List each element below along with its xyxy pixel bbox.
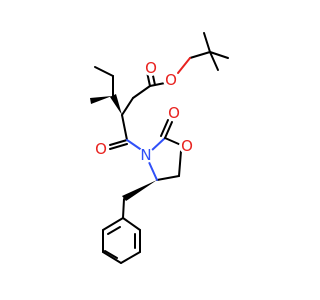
ring-bond-n-c2 (150, 137, 166, 152)
lactam-o-bg (166, 105, 182, 121)
benzene-bond-4 (102, 251, 122, 264)
ester-ether-bond-left (149, 82, 166, 87)
ketone-bond-1 (109, 139, 128, 146)
tbutyl-bond-2 (209, 51, 229, 59)
ring-o-label: O (181, 137, 193, 155)
ring-bond-c4-n (147, 159, 158, 181)
ester-carbonyl-o-label: O (145, 59, 157, 77)
lactam-carbonyl-bond-1 (164, 121, 173, 139)
tbutyl-bond-1 (189, 51, 211, 59)
stereo-wedge-3 (122, 180, 157, 201)
ethyl-bond-2 (94, 66, 114, 77)
benzyl-bond-1 (122, 198, 125, 219)
backbone-bond-1 (132, 85, 151, 99)
lactam-o-label: O (168, 104, 180, 122)
stereo-wedge-1 (110, 94, 122, 115)
ester-carbonyl-o-bg (143, 60, 159, 76)
ring-bond-c5-c4 (156, 175, 180, 181)
ring-bond-c2-o (164, 137, 182, 146)
ring-bond-o-c5 (178, 150, 182, 177)
benzene-inner-bond-3 (107, 226, 121, 235)
ketone-o-label: O (95, 140, 107, 158)
benzene-bond-3 (120, 251, 141, 264)
ketone-bond-2 (109, 143, 128, 150)
benzene-inner-bond-2 (104, 250, 118, 259)
backbone-bond-3 (121, 114, 128, 141)
ester-ether-bond-right (177, 57, 191, 74)
ester-ether-o-bg (163, 72, 179, 88)
amide-n-bond (126, 139, 144, 152)
ring-o-bg (179, 138, 195, 154)
molecular-structure: O O O O N O (90, 32, 229, 264)
backbone-bond-2 (121, 97, 134, 116)
ester-ether-o-label: O (165, 71, 177, 89)
tbutyl-bond-3 (203, 32, 211, 53)
benzene-bond-6 (102, 217, 124, 231)
stereo-wedge-2 (90, 96, 112, 104)
ring-n-label: N (140, 146, 151, 164)
ketone-o-bg (93, 141, 109, 157)
lactam-carbonyl-bond-2 (160, 119, 169, 137)
ring-n-bg (138, 147, 154, 163)
benzene-bond-1 (122, 217, 141, 231)
tbutyl-bond-4 (209, 51, 219, 71)
